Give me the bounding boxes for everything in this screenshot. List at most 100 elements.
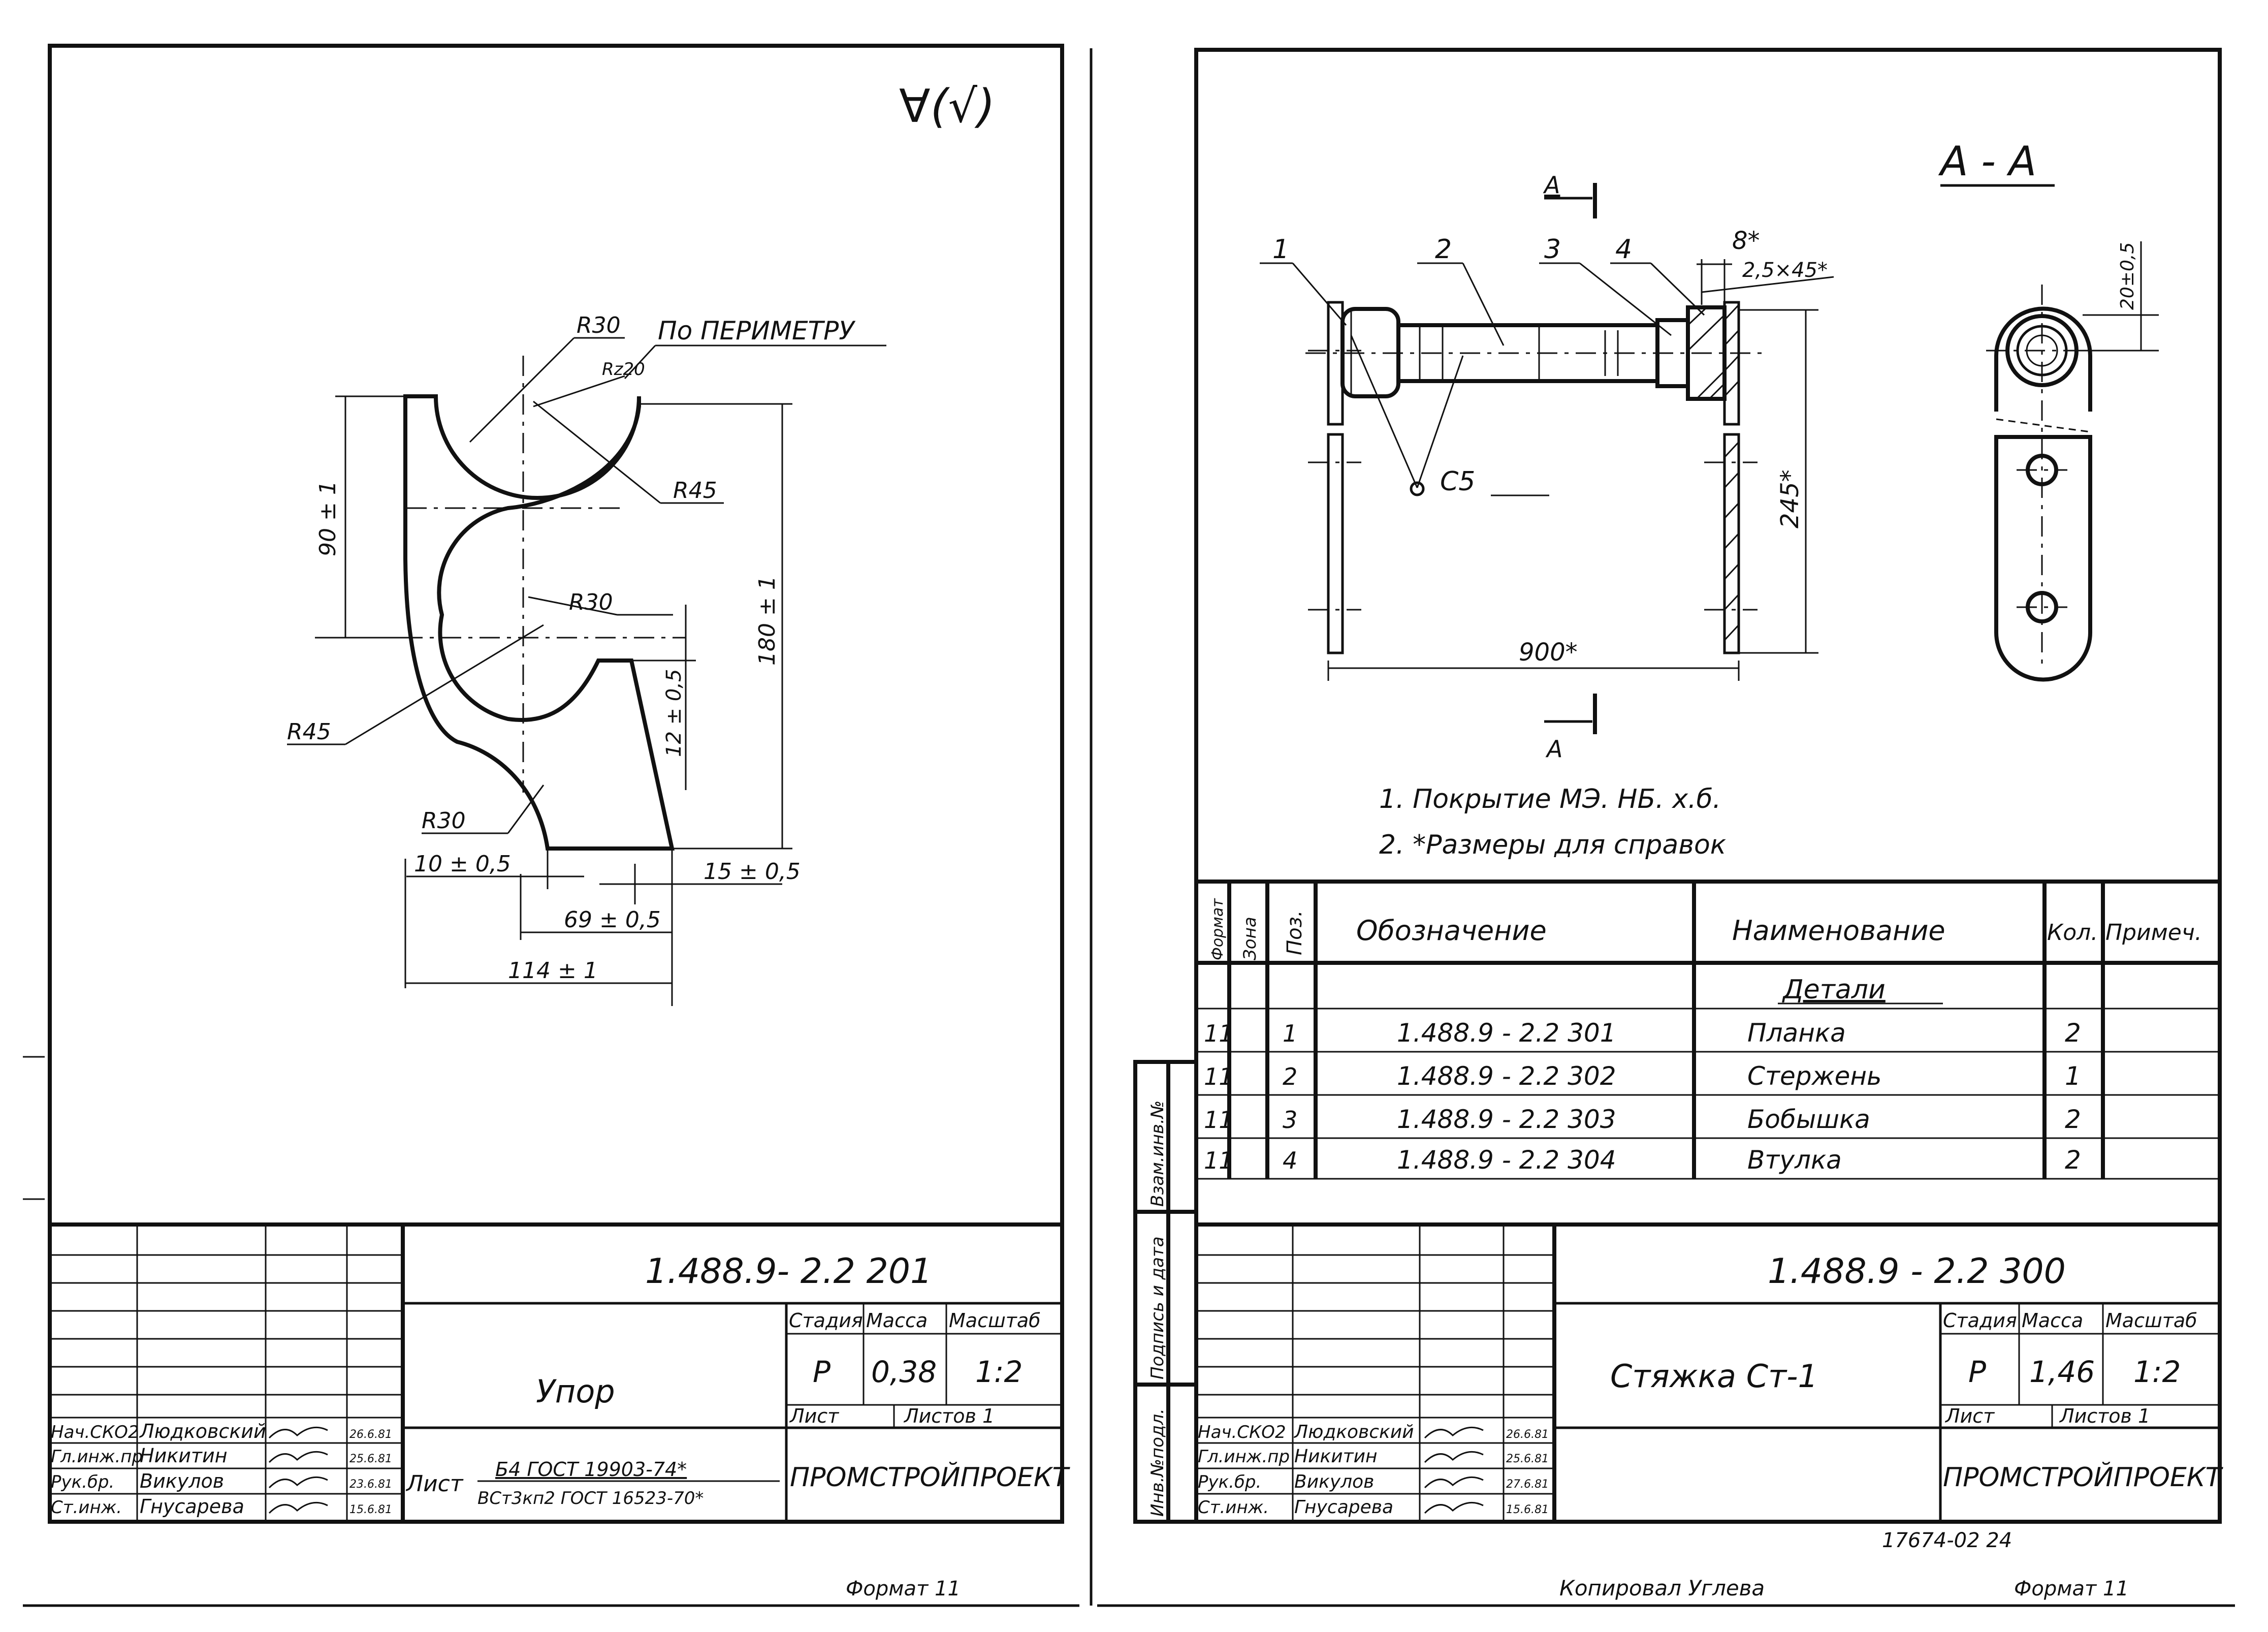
staff-role: Нач.СКО2 [51, 1422, 139, 1442]
stop-part-drawing [325, 356, 686, 851]
staff-role: Нач.СКО2 [1198, 1422, 1286, 1442]
signature [268, 1501, 328, 1514]
right-scale-header: Масштаб [2105, 1309, 2197, 1332]
spec-row-name: Планка [1747, 1018, 1846, 1048]
left-format: Формат 11 [846, 1577, 961, 1600]
right-designation: 1.488.9 - 2.2 300 [1768, 1251, 2066, 1292]
label-r45-right: R45 [673, 478, 717, 504]
right-sheet: А - А А А [1133, 48, 2224, 1600]
left-mass-header: Масса [866, 1309, 928, 1332]
staff-name: Викулов [140, 1470, 224, 1492]
staff-name: Никитин [1294, 1446, 1378, 1467]
dim-15: 15 ± 0,5 [704, 859, 801, 885]
spec-header-note: Примеч. [2105, 920, 2202, 946]
right-stage-header: Стадия [1943, 1309, 2017, 1332]
archive-number: 17674-02 24 [1882, 1529, 2012, 1552]
right-org: ПРОМСТРОЙПРОЕКТ [1943, 1462, 2224, 1493]
note-2: 2. *Размеры для справок [1379, 830, 1727, 860]
left-stage: Р [813, 1355, 830, 1389]
spec-row-pos: 3 [1283, 1106, 1297, 1134]
left-sheet: ∀(√) R30 Rz20 По ПЕРИМЕТРУ [48, 44, 1071, 1600]
weld-mark [1410, 481, 1425, 496]
signature [1424, 1501, 1484, 1514]
dim-180: 180 ± 1 [754, 576, 780, 666]
staff-role: Гл.инж.пр [1198, 1447, 1290, 1467]
right-dimensions [1327, 241, 2159, 681]
staff-name: Викулов [1294, 1471, 1374, 1492]
spec-row-qty: 2 [2065, 1018, 2081, 1048]
right-assembly-name: Стяжка Ст-1 [1610, 1358, 1818, 1395]
section-mark-bottom: А [1545, 735, 1562, 763]
signature [268, 1451, 328, 1463]
spec-row-pos: 2 [1283, 1063, 1297, 1090]
staff-role: Ст.инж. [1198, 1497, 1269, 1518]
staff-date: 15.6.81 [349, 1503, 392, 1516]
right-title-block [1196, 1222, 2220, 1522]
dim-10: 10 ± 0,5 [414, 851, 511, 877]
dim-114: 114 ± 1 [508, 958, 598, 984]
left-material-bottom: ВСт3кп2 ГОСТ 16523-70* [477, 1488, 704, 1509]
left-part-name: Упор [536, 1373, 615, 1410]
staff-date: 27.6.81 [1506, 1478, 1549, 1491]
dim-20: 20±0,5 [2117, 242, 2138, 310]
staff-role: Ст.инж. [51, 1497, 122, 1518]
right-frame [1194, 48, 2222, 1524]
spec-row-name: Стержень [1747, 1061, 1882, 1091]
copied-by: Копировал Углева [1559, 1576, 1765, 1600]
spec-row-qty: 1 [2065, 1061, 2081, 1091]
left-scale: 1:2 [975, 1355, 1023, 1389]
staff-name: Никитин [140, 1445, 228, 1467]
left-title-block [50, 1222, 1062, 1522]
signature [1424, 1426, 1484, 1439]
dim-69: 69 ± 0,5 [564, 907, 661, 933]
label-r30-top: R30 [577, 312, 621, 338]
dim-chamfer: 2,5×45* [1742, 259, 1828, 282]
staff-date: 26.6.81 [349, 1428, 392, 1441]
side-stamp-replace: Взам.инв.№ [1147, 1101, 1168, 1207]
right-format: Формат 11 [2014, 1577, 2129, 1600]
roughness-symbol: ∀(√) [899, 80, 995, 133]
staff-name: Гнусарева [140, 1495, 244, 1518]
weld-label: С5 [1440, 466, 1475, 497]
signature [1424, 1451, 1484, 1463]
stop-part-outline [403, 394, 675, 851]
left-scale-header: Масштаб [949, 1309, 1041, 1332]
spec-header-designation: Обозначение [1356, 915, 1547, 947]
tie-rod-assembly [1305, 301, 1768, 654]
signature [268, 1426, 328, 1439]
left-dimensions [315, 395, 792, 1006]
staff-date: 25.6.81 [349, 1453, 392, 1465]
label-r45-left: R45 [287, 719, 331, 745]
pos-2: 2 [1435, 234, 1452, 265]
left-material-top: Б4 ГОСТ 19903-74* [495, 1458, 687, 1481]
left-material-prefix: Лист [405, 1471, 464, 1497]
spec-row-pos: 4 [1283, 1147, 1297, 1174]
spec-header-pos: Поз. [1283, 910, 1306, 955]
side-stamp [1133, 1060, 1198, 1524]
pos-3: 3 [1544, 234, 1561, 265]
spec-rows: 11 1 1.488.9 - 2.2 301 Планка 2 11 2 1.4… [1204, 1018, 2081, 1175]
position-leaders [1260, 262, 1705, 488]
spec-row-format: 11 [1204, 1020, 1234, 1047]
right-sheet-label: Лист [1944, 1405, 1995, 1427]
left-sheets-label: Листов 1 [903, 1405, 995, 1427]
spec-row-pos: 1 [1283, 1020, 1297, 1047]
left-org: ПРОМСТРОЙПРОЕКТ [790, 1462, 1071, 1493]
pos-4: 4 [1615, 234, 1632, 265]
dim-245: 245* [1776, 469, 1804, 528]
right-stage: Р [1968, 1355, 1986, 1389]
note-1: 1. Покрытие МЭ. НБ. х.б. [1379, 784, 1721, 814]
perimeter-note: По ПЕРИМЕТРУ [658, 316, 856, 346]
spec-row-designation: 1.488.9 - 2.2 303 [1397, 1105, 1616, 1134]
signature [1424, 1476, 1484, 1489]
spec-header-qty: Кол. [2047, 920, 2098, 946]
section-mark-top: А [1543, 171, 1560, 199]
spec-row-designation: 1.488.9 - 2.2 301 [1397, 1018, 1616, 1048]
spec-row-designation: 1.488.9 - 2.2 304 [1397, 1145, 1616, 1175]
spec-row-format: 11 [1204, 1106, 1234, 1134]
spec-row-name: Бобышка [1747, 1105, 1870, 1134]
left-stage-header: Стадия [789, 1309, 863, 1332]
side-stamp-sign: Подпись и дата [1147, 1236, 1168, 1379]
staff-date: 23.6.81 [349, 1478, 392, 1491]
